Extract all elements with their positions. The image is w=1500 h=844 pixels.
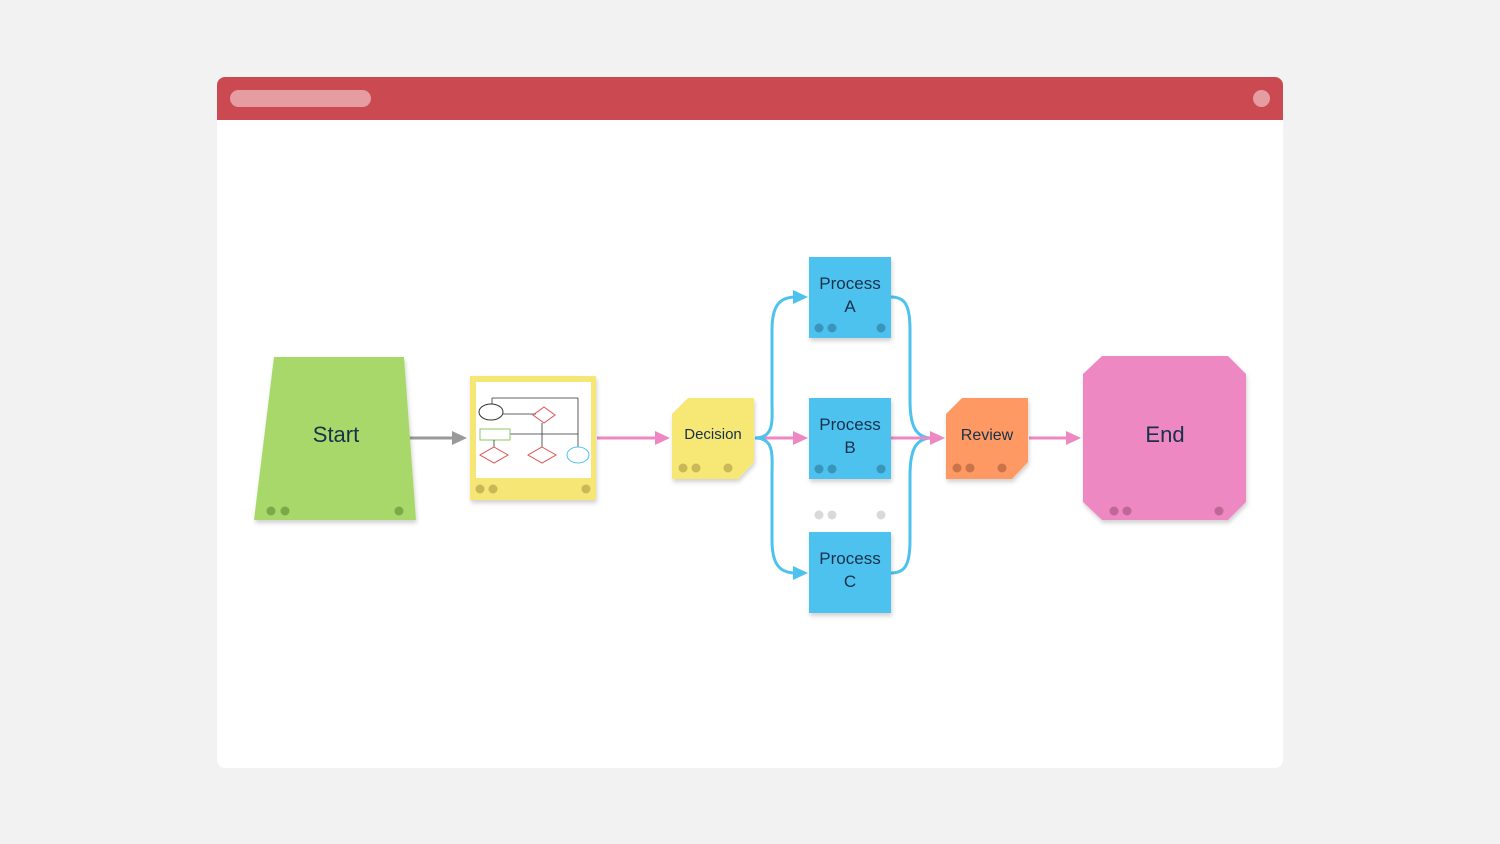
dot-icon — [814, 323, 824, 333]
dot-icon — [814, 510, 824, 520]
connector-process-a-to-review[interactable] — [890, 295, 933, 440]
arrowhead-icon — [793, 290, 808, 304]
diagram-card-node[interactable] — [470, 376, 596, 500]
process-b-node[interactable]: Process B — [809, 398, 891, 479]
end-label: End — [1145, 422, 1184, 447]
window-control-button[interactable] — [1253, 90, 1270, 107]
dot-icon — [876, 323, 886, 333]
decision-node[interactable]: Decision — [672, 398, 754, 479]
connector-process-c-to-review[interactable] — [890, 436, 933, 575]
process-c-label-line2: C — [844, 572, 856, 591]
connector-decision-to-process-c[interactable] — [754, 436, 808, 580]
dot-icon — [997, 463, 1007, 473]
dot-icon — [691, 463, 701, 473]
more-items-indicator — [814, 510, 886, 520]
arrowhead-icon — [452, 431, 467, 445]
arrowhead-icon — [1066, 431, 1081, 445]
title-bar — [217, 77, 1283, 120]
dot-icon — [394, 506, 404, 516]
dot-icon — [952, 463, 962, 473]
review-node[interactable]: Review — [946, 398, 1028, 479]
dot-icon — [266, 506, 276, 516]
dot-icon — [475, 484, 485, 494]
dot-icon — [1214, 506, 1224, 516]
dot-icon — [581, 484, 591, 494]
connector-start-to-card[interactable] — [409, 431, 467, 445]
window-title-placeholder — [230, 90, 371, 107]
dot-icon — [876, 510, 886, 520]
dot-icon — [678, 463, 688, 473]
dot-icon — [814, 464, 824, 474]
arrowhead-icon — [793, 431, 808, 445]
process-b-label-line2: B — [844, 438, 855, 457]
dot-icon — [1122, 506, 1132, 516]
dot-icon — [723, 463, 733, 473]
dot-icon — [876, 464, 886, 474]
arrowhead-icon — [930, 431, 945, 445]
dot-icon — [1109, 506, 1119, 516]
arrowhead-icon — [655, 431, 670, 445]
start-node[interactable]: Start — [254, 357, 416, 520]
connector-decision-to-process-a[interactable] — [754, 290, 808, 440]
process-b-label-line1: Process — [819, 415, 880, 434]
dot-icon — [827, 464, 837, 474]
connector-card-to-decision[interactable] — [597, 431, 670, 445]
dot-icon — [965, 463, 975, 473]
process-c-label-line1: Process — [819, 549, 880, 568]
dot-icon — [280, 506, 290, 516]
decision-label: Decision — [684, 426, 742, 443]
connector-process-b-to-review[interactable] — [891, 431, 945, 445]
flowchart-thumbnail-icon — [478, 397, 590, 464]
end-node[interactable]: End — [1083, 356, 1246, 520]
dot-icon — [827, 510, 837, 520]
process-a-label-line1: Process — [819, 274, 880, 293]
dot-icon — [488, 484, 498, 494]
process-a-label-line2: A — [844, 297, 856, 316]
process-c-node[interactable]: Process C — [809, 532, 891, 613]
connector-review-to-end[interactable] — [1029, 431, 1081, 445]
start-label: Start — [313, 422, 359, 447]
dot-icon — [827, 323, 837, 333]
review-label: Review — [961, 427, 1014, 444]
process-a-node[interactable]: Process A — [809, 257, 891, 338]
arrowhead-icon — [793, 566, 808, 580]
